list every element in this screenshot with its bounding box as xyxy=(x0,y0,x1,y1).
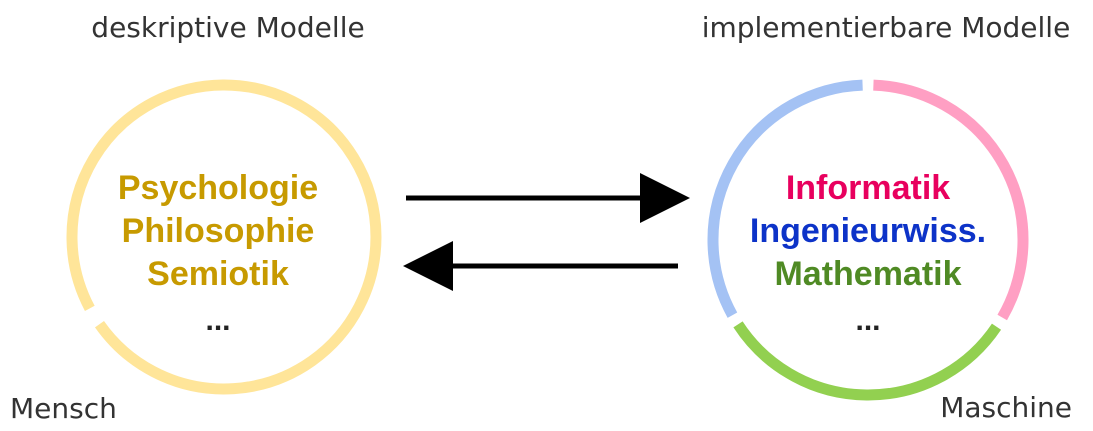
right-ring xyxy=(707,79,1029,401)
right-ring-segment-blue xyxy=(707,79,863,318)
left-field-psychologie: Psychologie xyxy=(118,169,318,207)
right-corner-label: Maschine xyxy=(940,391,1072,424)
left-more-ellipsis: ... xyxy=(205,304,230,337)
right-ring-segment-pink xyxy=(873,79,1029,321)
right-field-ingenieurwiss: Ingenieurwiss. xyxy=(750,212,986,250)
right-field-mathematik: Mathematik xyxy=(774,255,961,293)
left-field-semiotik: Semiotik xyxy=(147,255,289,293)
left-corner-label: Mensch xyxy=(10,392,117,425)
left-field-philosophie: Philosophie xyxy=(122,212,315,250)
right-more-ellipsis: ... xyxy=(855,304,880,337)
right-field-informatik: Informatik xyxy=(786,169,950,207)
left-ring-arc xyxy=(66,79,382,395)
right-ring-segment-green xyxy=(733,321,1002,401)
right-title: implementierbare Modelle xyxy=(702,11,1071,44)
left-ring xyxy=(66,79,382,395)
left-title: deskriptive Modelle xyxy=(91,11,364,44)
